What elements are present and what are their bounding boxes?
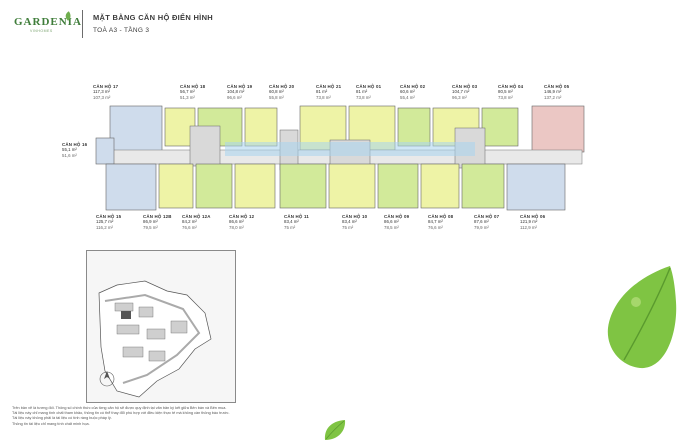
unit-12-block xyxy=(234,163,276,209)
unit-12b-block xyxy=(158,163,194,209)
unit-15-block xyxy=(105,163,157,211)
unit-08-block xyxy=(420,163,460,209)
brand-logo: GARDENIA VINHOMES xyxy=(14,11,82,33)
header-divider xyxy=(82,10,83,38)
logo-text: GARDENIA xyxy=(14,16,82,28)
leaf-decoration-large xyxy=(607,266,677,369)
unit-09-block xyxy=(377,163,419,209)
site-building-d xyxy=(146,328,166,340)
unit-12a-block xyxy=(195,163,233,209)
site-building-a xyxy=(114,302,134,312)
site-road xyxy=(104,293,201,384)
unit-17-block xyxy=(109,105,163,153)
unit-10-block xyxy=(328,163,376,209)
disclaimer-notes: Trên bản vẽ là tương đối. Thông số chính… xyxy=(12,406,230,426)
site-plan-drawing xyxy=(98,280,212,398)
unit-07-block xyxy=(461,163,505,209)
page-subtitle: TOÀ A3 - TẦNG 3 xyxy=(93,27,150,34)
site-highlight-a3 xyxy=(121,311,131,319)
site-plan-inset xyxy=(86,250,236,403)
unit-06-block xyxy=(506,163,566,211)
site-building-g xyxy=(148,350,166,362)
leaf-decoration-small xyxy=(324,420,346,440)
site-building-e xyxy=(170,320,188,334)
unit-16-block xyxy=(95,137,115,165)
unit-02-block xyxy=(397,107,431,147)
site-building-c xyxy=(116,324,140,335)
unit-20-block xyxy=(244,107,278,147)
page-title: MẶT BẰNG CĂN HỘ ĐIỂN HÌNH xyxy=(93,13,213,22)
watermark-band xyxy=(225,142,475,156)
unit-11-block xyxy=(279,163,327,209)
compass-icon xyxy=(99,371,115,387)
leaf-icon xyxy=(65,11,71,21)
core-left xyxy=(189,125,221,167)
unit-04-block xyxy=(481,107,519,147)
lower-units xyxy=(95,137,566,211)
site-building-b xyxy=(138,306,154,318)
unit-05-block xyxy=(531,105,585,153)
site-building-f xyxy=(122,346,144,358)
logo-subtext: VINHOMES xyxy=(30,29,53,33)
